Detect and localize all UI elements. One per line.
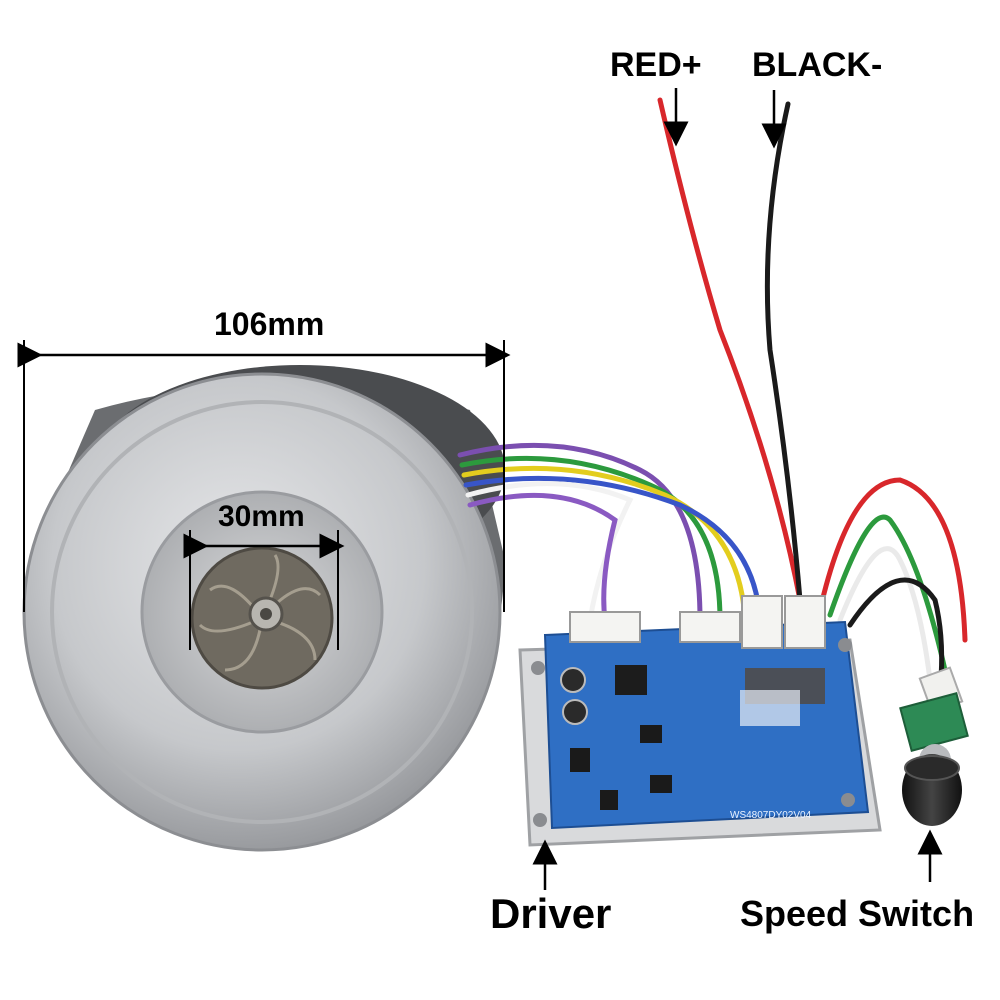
mount-hole-tl (531, 661, 545, 675)
black-wire (764, 101, 803, 603)
chip-2 (640, 725, 662, 743)
switch-wire-red (817, 477, 968, 643)
switch-wire-white (837, 546, 933, 683)
knob-top (904, 755, 960, 781)
capacitor-1 (560, 667, 586, 693)
switch-wire-black (847, 577, 945, 693)
driver-label: Driver (490, 890, 612, 937)
black-wire-label: BLACK- (752, 46, 883, 84)
motor-wire-bundle (457, 442, 763, 623)
mount-hole-tr (838, 638, 852, 652)
annotations (17, 88, 943, 890)
speed-switch (899, 666, 969, 826)
connector-hall (569, 611, 641, 643)
chip-3 (650, 775, 672, 793)
connector-phase (679, 611, 741, 643)
speed-switch-label: Speed Switch (740, 893, 975, 934)
red-wire-label: RED+ (610, 46, 702, 84)
switch-wire-green (827, 514, 948, 673)
chip-4 (600, 790, 618, 810)
outer-diameter-label: 106mm (214, 306, 325, 342)
driver: WS4807DY02V04 (518, 595, 882, 847)
connector-power-1 (741, 595, 783, 649)
inductor (615, 665, 647, 695)
tape-patch (740, 690, 800, 726)
mount-hole-bl (533, 813, 547, 827)
shaft (260, 608, 272, 620)
motor-housing-ring (50, 400, 474, 824)
driver-pcb (543, 620, 870, 830)
potentiometer-body (899, 692, 969, 752)
mount-hole-br (841, 793, 855, 807)
chip-1 (570, 748, 590, 772)
board-marking: WS4807DY02V04 (730, 810, 812, 821)
connector-power-2 (784, 595, 826, 649)
red-wire (657, 97, 803, 603)
inner-diameter-label: 30mm (218, 500, 305, 533)
capacitor-2 (562, 699, 588, 725)
motor (22, 365, 763, 852)
power-wires (657, 97, 968, 693)
